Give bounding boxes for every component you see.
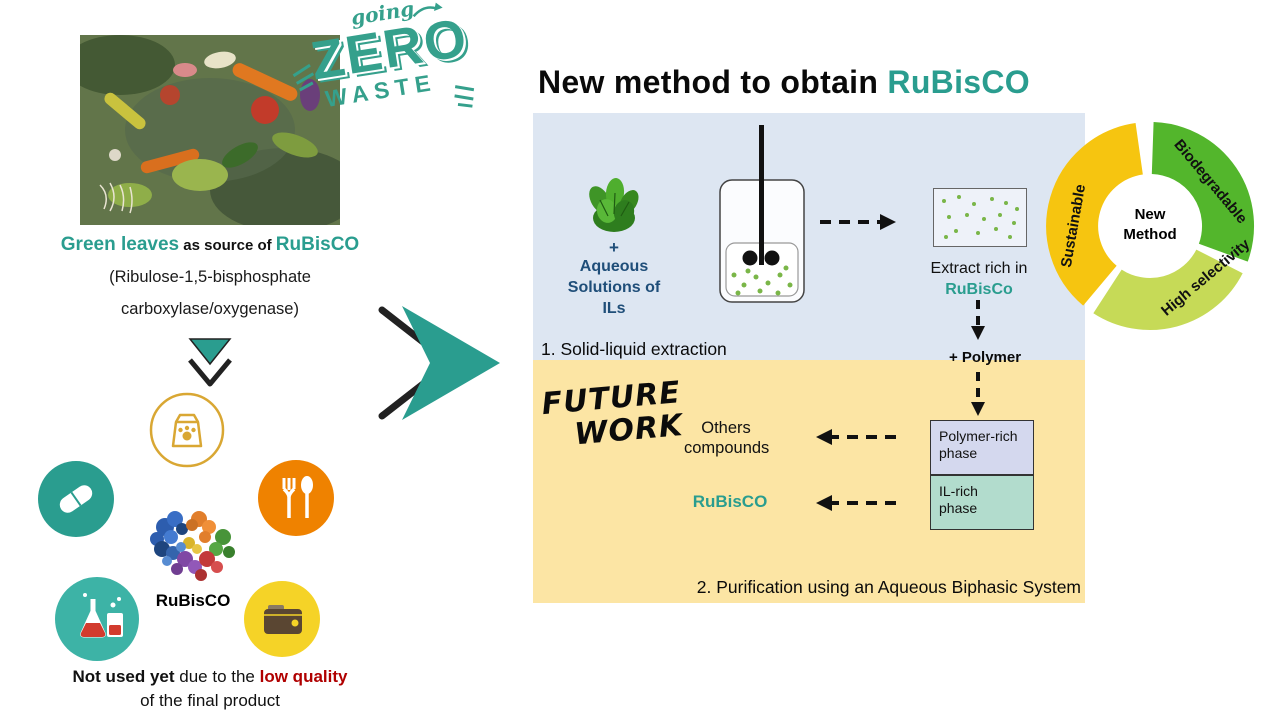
dashed-arrow-left-icon (816, 429, 896, 445)
ring-segment-high-selectivity (1093, 248, 1243, 330)
lab-flasks-icon (55, 577, 139, 661)
main-title: New method to obtain RuBisCO (538, 64, 1030, 101)
dashed-arrow-right-icon (820, 214, 896, 230)
il-phase-line1: IL-rich (939, 483, 978, 499)
extract-dots (942, 195, 1019, 239)
protein-structure (150, 511, 235, 581)
fork-spoon-icon (258, 460, 334, 536)
extract-box (933, 188, 1027, 247)
ionic-liquid-label: Aqueous Solutions of ILs (552, 256, 676, 319)
animal-feed-icon (149, 392, 225, 468)
green-leaves-text: Green leaves (60, 234, 180, 255)
ring-center-line1: New (1135, 206, 1166, 223)
others-compounds-label: Others compounds (684, 418, 770, 458)
extract-caption: Extract rich in (930, 260, 1028, 277)
title-prefix: New method to obtain (538, 64, 888, 100)
step2-label: 2. Purification using an Aqueous Biphasi… (696, 577, 1081, 597)
extract-highlight: RuBisCo (945, 281, 1013, 298)
footnote-line2: of the final product (140, 691, 280, 710)
polymer-rich-phase-box: Polymer-rich phase (930, 420, 1034, 475)
down-arrow-icon (188, 338, 232, 387)
spinach-icon (589, 178, 639, 232)
plus-sign: + (609, 238, 619, 257)
il-phase-line2: phase (939, 500, 978, 516)
dashed-arrow-down-icon (971, 372, 985, 416)
due-to-text: due to the (174, 667, 260, 686)
polymer-phase-line2: phase (939, 445, 978, 461)
rubisco-product-label: RuBisCO (692, 492, 768, 511)
not-used-text: Not used yet (72, 667, 175, 686)
green-leaves-photo (80, 35, 340, 225)
big-chevron-icon (378, 306, 500, 420)
others-line1: Others (701, 419, 751, 437)
reactor-icon (719, 125, 805, 303)
wallet-icon (244, 581, 320, 657)
protein-label: RuBisCO (155, 591, 231, 610)
polymer-phase-line1: Polymer-rich (939, 428, 1018, 444)
reagent-line1: Aqueous (579, 258, 649, 275)
zero-waste-badge: going ZERO WASTE (278, 0, 482, 119)
plus-polymer-label: + Polymer (948, 349, 1022, 366)
pill-icon (38, 461, 114, 537)
others-line2: compounds (684, 439, 770, 457)
as-source-of-text: as source of (179, 237, 276, 254)
source-caption: Green leaves as source of RuBisCO (0, 234, 420, 256)
low-quality-text: low quality (259, 667, 348, 686)
hatch-marks-icon (292, 63, 315, 92)
enzyme-name-line2: carboxylase/oxygenase) (121, 300, 299, 318)
reagent-line3: ILs (602, 300, 626, 317)
ring-segment-biodegradable (1150, 122, 1254, 262)
footnote-line1: Not used yet due to the low quality (0, 667, 420, 687)
future-work-label: FUTURE WORK (540, 375, 685, 454)
enzyme-name-line1: (Ribulose-1,5-bisphosphate (109, 268, 311, 286)
ring-center-line2: Method (1123, 226, 1176, 243)
title-highlight: RuBisCO (887, 64, 1030, 100)
rubisco-text: RuBisCO (275, 234, 360, 255)
benefits-ring: Sustainable Biodegradable High selectivi… (1046, 122, 1254, 330)
il-rich-phase-box: IL-rich phase (930, 475, 1034, 530)
ring-center (1099, 175, 1201, 277)
dashed-arrow-down-icon (971, 300, 985, 340)
dashed-arrow-left-icon (816, 495, 896, 511)
step1-label: 1. Solid-liquid extraction (541, 339, 727, 359)
hatch-marks-icon (454, 85, 475, 108)
reagent-line2: Solutions of (567, 279, 661, 296)
arrow-doodle-icon (412, 2, 443, 18)
ring-segment-sustainable (1046, 123, 1144, 306)
